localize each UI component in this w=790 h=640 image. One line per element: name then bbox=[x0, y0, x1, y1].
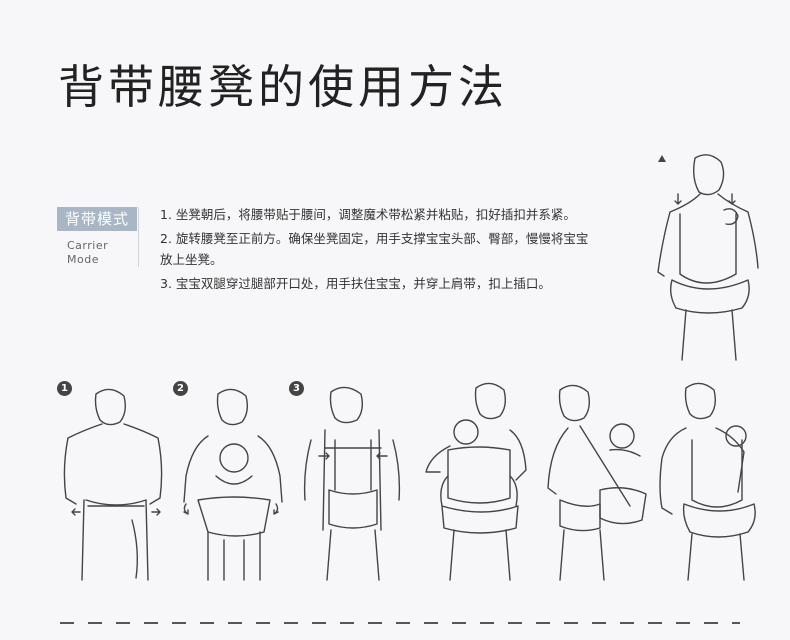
step-number-3: 3 bbox=[289, 381, 304, 396]
figure-step-4 bbox=[425, 382, 527, 581]
figure-step-5 bbox=[547, 384, 647, 581]
step-text-3: 3. 宝宝双腿穿过腿部开口处，用手扶住宝宝，并穿上肩带，扣上插口。 bbox=[160, 276, 551, 291]
page-title: 背带腰凳的使用方法 bbox=[58, 60, 508, 114]
hero-illustration bbox=[657, 154, 759, 361]
step-text-2: 2. 旋转腰凳至正前方。确保坐凳固定，用手支撑宝宝头部、臀部，慢慢将宝宝放上坐凳… bbox=[160, 231, 589, 267]
instruction-steps: 1. 坐凳朝后，将腰带贴于腰间，调整魔术带松紧并粘贴，扣好插扣并系紧。 2. 旋… bbox=[160, 204, 600, 297]
warning-triangle-icon bbox=[658, 155, 666, 162]
figure-step-3 bbox=[303, 386, 401, 581]
figure-step-6 bbox=[659, 382, 756, 581]
mode-english-line1: Carrier bbox=[67, 239, 109, 252]
mode-english-line2: Mode bbox=[67, 253, 99, 266]
bottom-dashed-divider bbox=[60, 622, 740, 624]
mode-badge: 背带模式 bbox=[57, 207, 137, 231]
figure-step-1 bbox=[63, 388, 163, 581]
step-number-2: 2 bbox=[173, 381, 188, 396]
step-text-1: 1. 坐凳朝后，将腰带贴于腰间，调整魔术带松紧并粘贴，扣好插扣并系紧。 bbox=[160, 207, 576, 222]
arrow-icon bbox=[674, 193, 682, 205]
mode-divider bbox=[138, 207, 139, 267]
step-number-1: 1 bbox=[57, 381, 72, 396]
figure-step-2 bbox=[183, 388, 283, 581]
mode-english: Carrier Mode bbox=[67, 239, 108, 267]
